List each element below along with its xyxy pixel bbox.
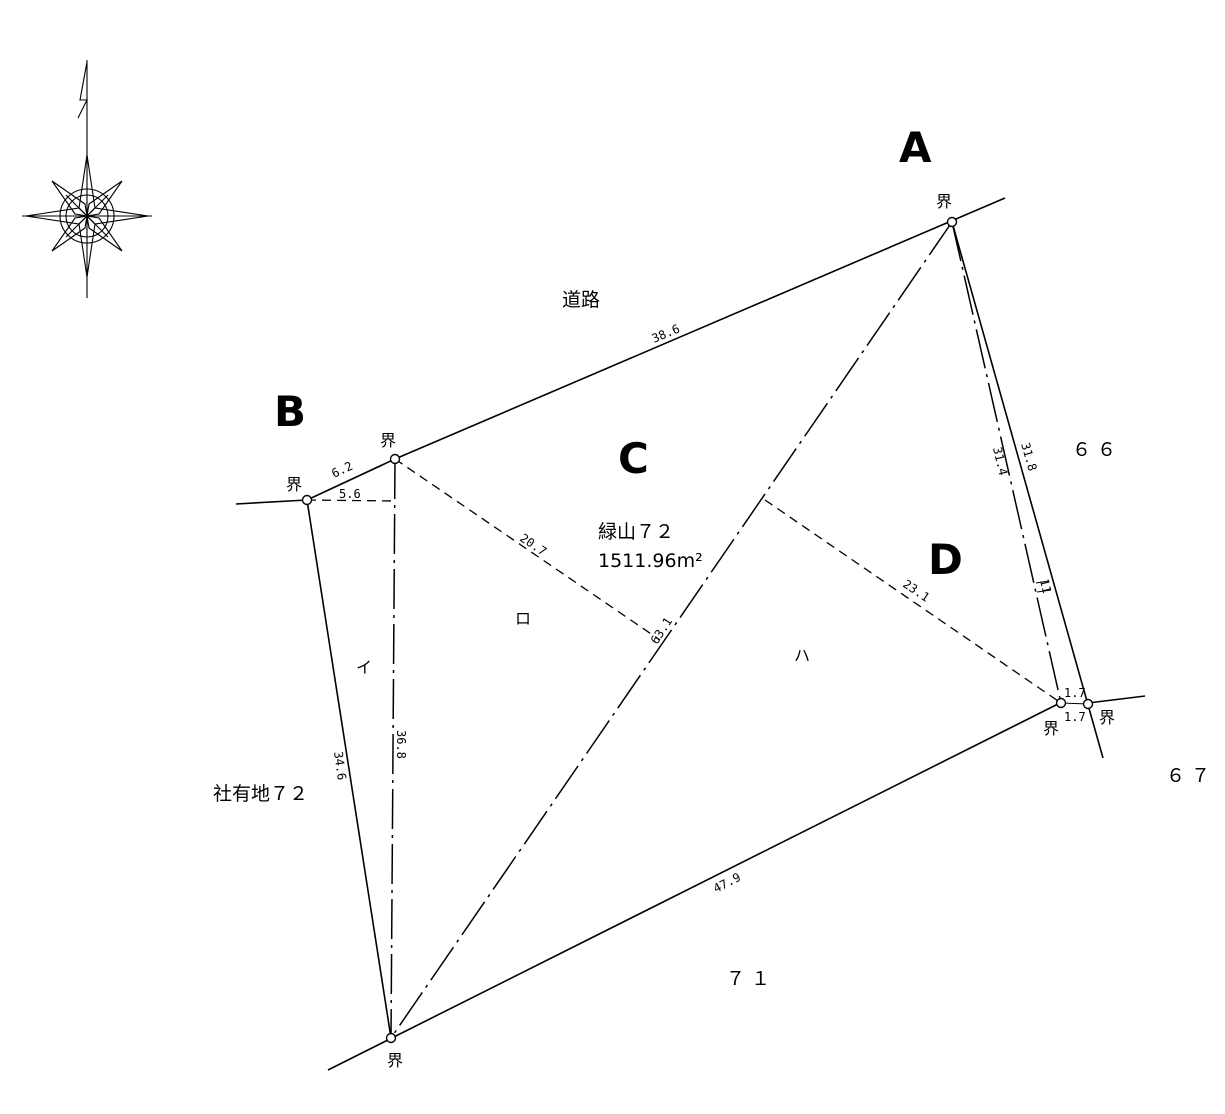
boundary-left — [306, 499, 392, 1039]
marker-b-right — [389, 453, 401, 465]
vertical-b-bottom — [390, 458, 396, 1039]
neighbor-company-land: 社有地７２ — [213, 783, 308, 805]
marker-bottom — [385, 1032, 397, 1044]
corner-label-a: A — [899, 123, 932, 172]
road-boundary-line — [394, 197, 1006, 460]
corner-label-c: C — [618, 434, 649, 483]
boundary-left-extension — [235, 499, 308, 505]
marker-b-left — [301, 494, 313, 506]
boundary-mark-right-inner: 界 — [1043, 719, 1059, 738]
sub-parcel-i: イ — [356, 658, 372, 677]
sub-parcel-ha: ハ — [794, 646, 810, 665]
neighbor-66: ６６ — [1072, 439, 1122, 461]
dim-20-7: 20.7 — [517, 531, 549, 559]
boundary-right-outer — [951, 221, 1104, 759]
diagonal-a-bottom — [390, 221, 953, 1039]
boundary-b-short — [306, 458, 396, 501]
perpendicular-20-7 — [394, 458, 661, 641]
boundary-mark-a: 界 — [936, 192, 952, 211]
dim-1-7-top: 1.7 — [1064, 686, 1086, 700]
dim-36-8: 36.8 — [394, 730, 408, 759]
marker-right-inner — [1055, 697, 1067, 709]
marker-a — [946, 216, 958, 228]
parcel-outline — [235, 197, 1146, 1071]
boundary-mark-right-outer: 界 — [1099, 708, 1115, 727]
dim-11: 11 — [1037, 578, 1054, 595]
neighbor-71: ７１ — [726, 968, 776, 990]
boundary-mark-b-left: 界 — [286, 475, 302, 494]
boundary-right-extension — [1087, 695, 1146, 704]
neighbor-67: ６７ — [1166, 765, 1216, 787]
road-label: 道路 — [562, 289, 600, 311]
corner-label-d: D — [928, 535, 963, 584]
parcel-area: 1511.96m² — [598, 550, 703, 572]
boundary-markers — [301, 216, 1094, 1044]
dim-31-4: 31.4 — [990, 446, 1010, 477]
boundary-right-inner — [951, 221, 1062, 704]
dim-6-2: 6.2 — [329, 459, 355, 481]
corner-label-b: B — [274, 387, 306, 436]
boundary-bottom — [327, 702, 1061, 1071]
perpendicular-23-1 — [764, 499, 1062, 704]
boundary-mark-b-right: 界 — [380, 431, 396, 450]
dim-1-7-bottom: 1.7 — [1064, 710, 1086, 724]
parcel-name: 緑山７２ — [598, 521, 674, 543]
sub-parcel-ro: ロ — [515, 609, 531, 628]
dim-5-6: 5.6 — [339, 487, 361, 501]
compass-rose-icon — [22, 60, 152, 298]
dim-47-9: 47.9 — [711, 870, 743, 896]
boundary-mark-bottom: 界 — [387, 1051, 403, 1070]
dim-34-6: 34.6 — [331, 750, 349, 781]
dim-38-6: 38.6 — [650, 322, 682, 346]
marker-right-outer — [1082, 698, 1094, 710]
